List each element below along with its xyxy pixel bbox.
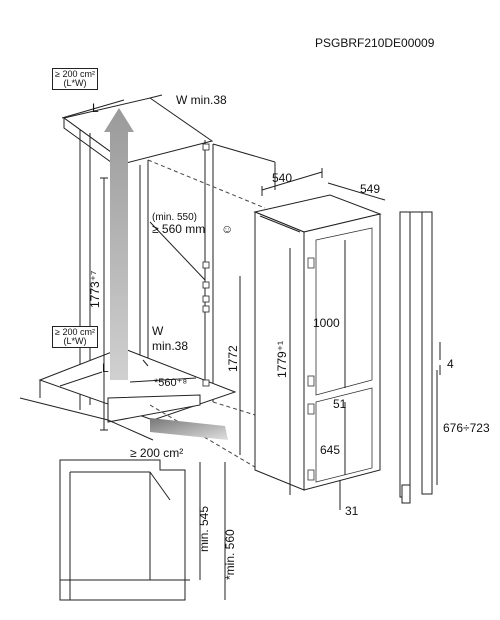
label-gap-4: 4	[447, 357, 454, 371]
label-w-top: W min.38	[176, 93, 227, 107]
label-plinth-vent: ≥ 200 cm²	[130, 446, 183, 460]
label-min-545: min. 545	[197, 506, 211, 552]
label-gap-31: 31	[345, 504, 359, 518]
ventilation-arrow	[104, 108, 228, 440]
label-height-1000: 1000	[313, 316, 340, 330]
label-l-top: L	[92, 101, 99, 115]
label-height-645: 645	[320, 443, 340, 457]
label-w-bottom: W	[152, 324, 164, 338]
label-height-1779: 1779⁺¹	[275, 341, 289, 378]
vent-top-line1: ≥ 200 cm²	[55, 69, 95, 79]
appliance-body	[253, 194, 382, 491]
vent-bottom-line1: ≥ 200 cm²	[55, 327, 95, 337]
label-depth-bottom: *560⁺⁸	[154, 377, 187, 389]
label-height-1772: 1772	[226, 345, 240, 372]
drawing-code: PSGBRF210DE00009	[315, 36, 435, 50]
vent-top-box: ≥ 200 cm² (L*W)	[52, 68, 98, 90]
label-niche-depth-min: (min. 550)	[152, 212, 197, 223]
door-profile	[399, 211, 433, 504]
appliance-dimension-lines	[261, 168, 386, 510]
mounting-brackets	[202, 143, 210, 387]
label-w-bottom-min: min.38	[152, 339, 188, 353]
cabinet-niche	[19, 97, 276, 471]
label-niche-height: 1773⁺⁷	[88, 271, 102, 308]
smiley-icon: ☺	[221, 222, 233, 236]
vent-bottom-line2: (L*W)	[63, 336, 87, 346]
label-depth-549: 549	[360, 182, 380, 196]
label-min-560: *min. 560	[223, 529, 237, 580]
label-range-676-723: 676÷723	[443, 421, 490, 435]
detail-view	[59, 459, 226, 601]
appliance-front-details	[307, 227, 373, 483]
label-gap-51: 51	[333, 397, 347, 411]
vent-bottom-box: ≥ 200 cm² (L*W)	[52, 326, 98, 348]
label-niche-depth: ≥ 560 mm	[152, 222, 205, 236]
cabinet-dimension-lines	[59, 94, 241, 455]
label-width-540: 540	[272, 171, 292, 185]
vent-top-line2: (L*W)	[63, 78, 87, 88]
label-l-bottom: L	[102, 361, 109, 375]
door-dimension-lines	[436, 342, 441, 485]
